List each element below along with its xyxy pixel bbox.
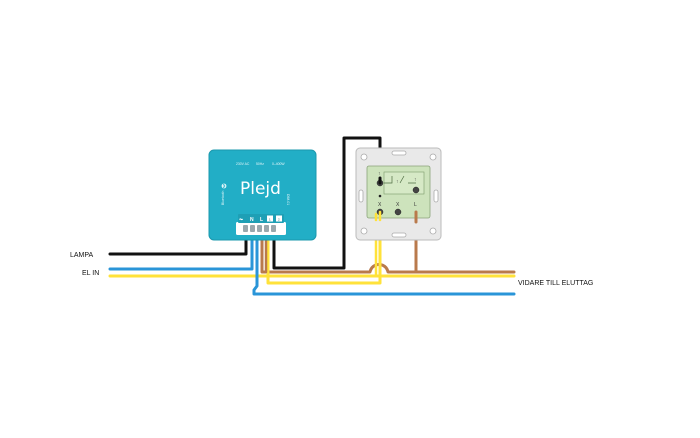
terminal-n: N bbox=[250, 217, 254, 223]
bluetooth-text: Bluetooth bbox=[221, 191, 225, 205]
module-top-text-3: 0–400W bbox=[272, 162, 285, 166]
terminal-2-box bbox=[276, 215, 282, 222]
terminal-l: L bbox=[260, 217, 263, 223]
switch-mark-2: ↑ bbox=[396, 179, 399, 185]
module-model: DIM-01 bbox=[286, 194, 290, 205]
wire-black-switch bbox=[272, 136, 382, 270]
switch-mark-1: ↑ bbox=[378, 171, 381, 177]
switch-mark-x1: X bbox=[378, 202, 382, 208]
wire-yellow-switch bbox=[266, 212, 382, 285]
switch-wire-ends bbox=[374, 176, 418, 224]
switch-mark-l: L bbox=[414, 202, 417, 208]
switch-dot bbox=[378, 194, 382, 198]
switch-internal-lines bbox=[384, 175, 416, 184]
switch-mark-x2: X bbox=[396, 202, 400, 208]
module-brand: Plejd bbox=[240, 179, 281, 199]
wire-brown-l bbox=[260, 230, 516, 274]
switch-mark-3: ↑ bbox=[414, 177, 417, 183]
terminal-1-box bbox=[267, 215, 273, 222]
wall-switch: ↑ ↑ ↑ X X L bbox=[355, 147, 442, 241]
label-vidare: VIDARE TILL ELUTTAG bbox=[518, 280, 593, 287]
wire-el-in-blue bbox=[108, 230, 254, 271]
switch-mount-holes bbox=[358, 150, 439, 238]
label-lampa: LAMPA bbox=[70, 252, 94, 259]
terminal-screws bbox=[243, 225, 276, 232]
module-body bbox=[208, 149, 317, 241]
module-top-text-1: 230V AC bbox=[236, 162, 250, 166]
module-top-text-2: 50Hz bbox=[256, 162, 264, 166]
terminal-1: 1 bbox=[269, 218, 271, 222]
terminal-load: ⏦ bbox=[239, 217, 243, 223]
bluetooth-icon bbox=[221, 183, 227, 189]
label-el-in: EL IN bbox=[82, 270, 99, 277]
terminal-2: 2 bbox=[278, 218, 280, 222]
plejd-module: 230V AC 50Hz 0–400W Plejd Bluetooth DIM-… bbox=[208, 149, 317, 241]
wire-vidare-blue bbox=[252, 230, 516, 296]
